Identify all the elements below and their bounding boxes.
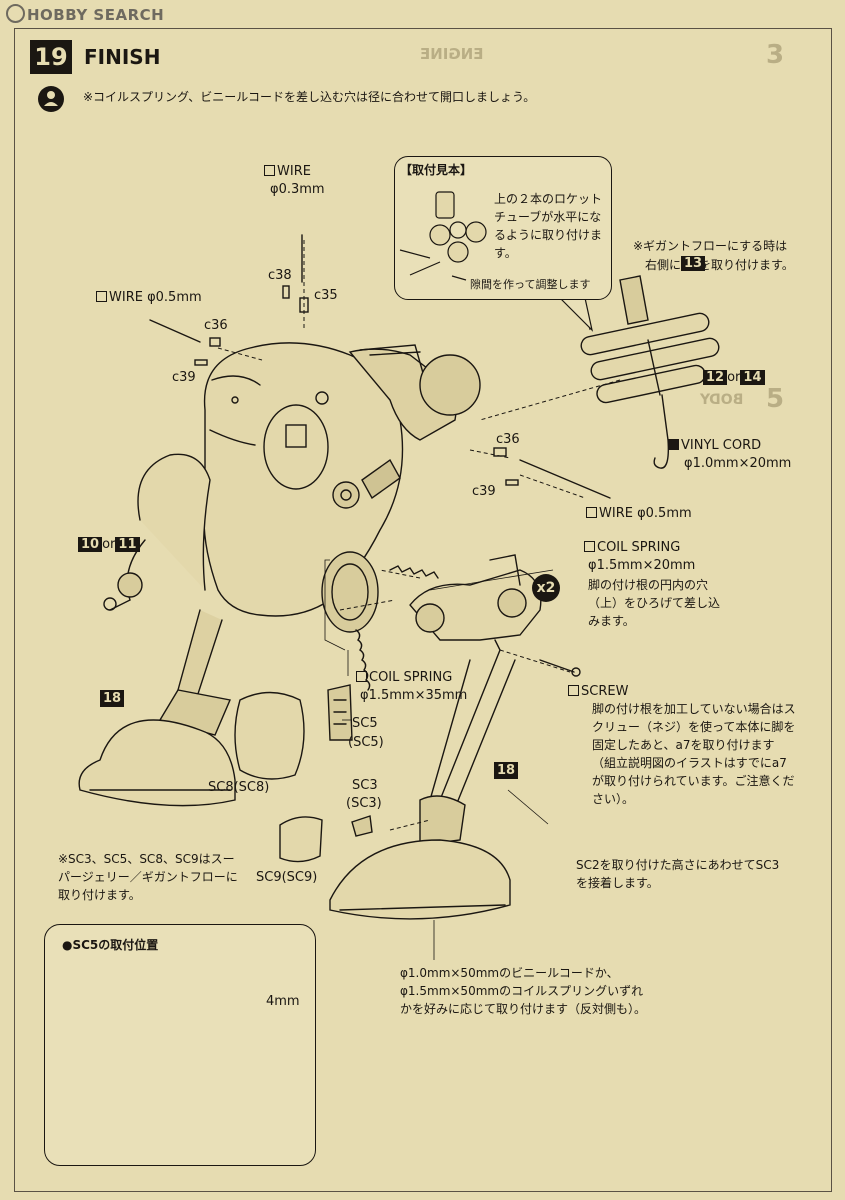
step-note: ※コイルスプリング、ビニールコードを差し込む穴は径に合わせて開口しましょう。 <box>83 90 536 104</box>
sc5-position-inset <box>44 924 316 1166</box>
vinyl-cord-label: VINYL CORD <box>668 438 761 453</box>
wire-03-label: WIRE <box>264 164 311 179</box>
inset-title: ●SC5の取付位置 <box>62 938 159 952</box>
page-frame <box>14 28 832 1192</box>
callout-title: 【取付見本】 <box>400 163 473 177</box>
part-badge-13: 13 <box>681 256 706 271</box>
part-sc3-alt: (SC3) <box>346 796 382 811</box>
part-c39-right: c39 <box>472 484 496 499</box>
part-badge-18-left: 18 <box>100 690 125 707</box>
step-title: FINISH <box>84 45 161 69</box>
part-sc8: SC8(SC8) <box>208 780 270 795</box>
checkbox-square-icon <box>586 507 597 518</box>
ghost-step-3: 3 <box>766 40 785 70</box>
checkbox-square-icon <box>264 165 275 176</box>
wire-05-left-label: WIRE φ0.5mm <box>96 290 202 305</box>
part-c36-right: c36 <box>496 432 520 447</box>
callout-text: 上の２本のロケットチューブが水平になるように取り付けます。 <box>494 192 603 260</box>
part-sc5-alt: (SC5) <box>348 735 384 750</box>
part-c38: c38 <box>268 268 292 283</box>
gigant-note-line1: ※ギガントフローにする時は <box>633 239 788 253</box>
wire-03-size: φ0.3mm <box>270 182 325 197</box>
coil-spring-top-note: 脚の付け根の円内の穴（上）をひろげて差し込みます。 <box>588 578 721 628</box>
callout-sub: 隙間を作って調整します <box>470 278 591 291</box>
screw-note: 脚の付け根を加工していない場合はスクリュー（ネジ）を使って本体に脚を固定したあと… <box>592 702 796 806</box>
checkbox-square-icon <box>356 671 367 682</box>
coil-spring-top-size: φ1.5mm×20mm <box>588 558 696 573</box>
checkbox-square-icon <box>568 685 579 696</box>
quantity-x2-badge: x2 <box>532 574 560 602</box>
part-sc5: SC5 <box>352 716 378 731</box>
hobby-search-logo-icon <box>6 4 25 23</box>
coil-spring-bottom-size: φ1.5mm×35mm <box>360 688 468 703</box>
part-c35: c35 <box>314 288 338 303</box>
coil-spring-top-label: COIL SPRING <box>584 540 680 555</box>
part-sc9: SC9(SC9) <box>256 870 318 885</box>
sc-parts-note: ※SC3、SC5、SC8、SC9はスーパージェリー／ギガントフローに取り付けます… <box>58 852 238 902</box>
part-sc3: SC3 <box>352 778 378 793</box>
step-number: 19 <box>30 40 72 74</box>
cord-option-note: φ1.0mm×50mmのビニールコードか、φ1.5mm×50mmのコイルスプリン… <box>400 966 647 1016</box>
vinyl-cord-size: φ1.0mm×20mm <box>684 456 792 471</box>
sc2-note: SC2を取り付けた高さにあわせてSC3を接着します。 <box>576 858 780 890</box>
checkbox-square-icon <box>584 541 595 552</box>
coil-spring-bottom-label: COIL SPRING <box>356 670 452 685</box>
ghost-step-5: 5 <box>766 384 785 414</box>
part-badge-18-right: 18 <box>494 762 519 779</box>
watermark: HOBBY SEARCH <box>6 4 164 24</box>
part-c36-left: c36 <box>204 318 228 333</box>
inset-dimension: 4mm <box>266 994 300 1009</box>
screw-label: SCREW <box>568 684 628 699</box>
part-c39-left: c39 <box>172 370 196 385</box>
filled-square-icon <box>668 439 679 450</box>
wire-05-right-label: WIRE φ0.5mm <box>586 506 692 521</box>
checkbox-square-icon <box>96 291 107 302</box>
person-icon <box>38 86 64 112</box>
